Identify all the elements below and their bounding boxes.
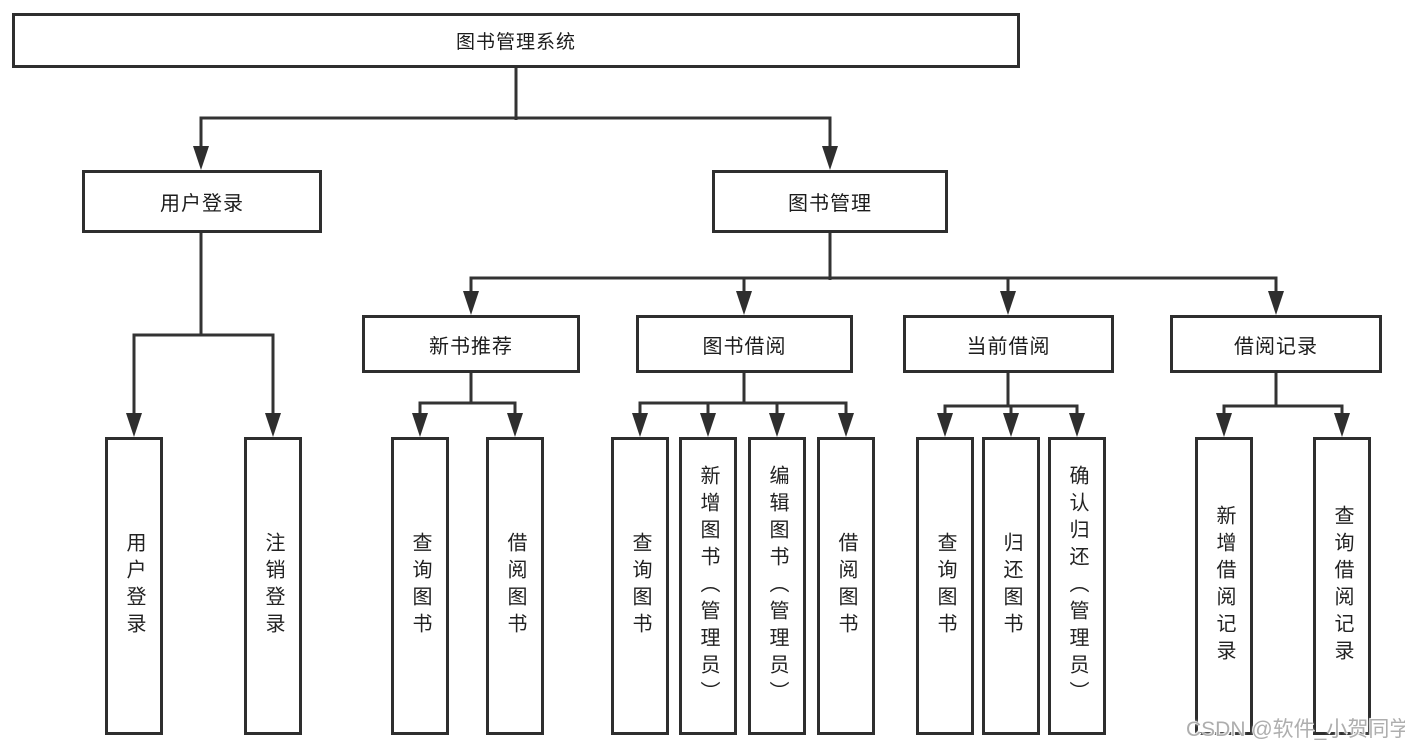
leaf-query-books-borrowing: 查询图书	[611, 437, 669, 735]
leaf-label: 用户登录	[123, 532, 145, 640]
node-book-borrowing: 图书借阅	[636, 315, 853, 373]
leaf-label: 查询借阅记录	[1331, 505, 1353, 667]
node-book-management: 图书管理	[712, 170, 948, 233]
leaf-label: 注销登录	[262, 532, 284, 640]
arrow-down-icon	[937, 413, 953, 437]
node-label: 借阅记录	[1234, 335, 1318, 358]
node-label: 图书管理系统	[455, 32, 576, 53]
leaf-query-books-current: 查询图书	[916, 437, 974, 735]
node-label: 图书借阅	[702, 335, 787, 358]
leaf-user-login: 用户登录	[105, 437, 163, 735]
arrow-down-icon	[769, 413, 785, 437]
leaf-add-books-admin: 新增图书（管理员）	[679, 437, 737, 735]
leaf-label: 确认归还（管理员）	[1066, 464, 1088, 708]
node-label: 图书管理	[788, 193, 872, 215]
leaf-label: 归还图书	[1000, 532, 1022, 640]
arrow-down-icon	[822, 146, 838, 170]
leaf-borrow-books: 借阅图书	[817, 437, 875, 735]
leaf-label: 编辑图书（管理员）	[766, 464, 788, 708]
leaf-label: 查询图书	[934, 532, 956, 640]
leaf-label: 查询图书	[629, 532, 651, 640]
leaf-label: 查询图书	[409, 532, 431, 640]
leaf-label: 借阅图书	[835, 532, 857, 640]
arrow-down-icon	[1216, 413, 1232, 437]
leaf-edit-books-admin: 编辑图书（管理员）	[748, 437, 806, 735]
node-new-book-recommendation: 新书推荐	[362, 315, 580, 373]
leaf-confirm-return-admin: 确认归还（管理员）	[1048, 437, 1106, 735]
arrow-down-icon	[838, 413, 854, 437]
node-label: 用户登录	[160, 193, 244, 215]
arrow-down-icon	[700, 413, 716, 437]
leaf-label: 新增图书（管理员）	[697, 464, 719, 708]
node-borrowing-records: 借阅记录	[1170, 315, 1382, 373]
node-label: 新书推荐	[429, 335, 513, 358]
leaf-query-borrow-record: 查询借阅记录	[1313, 437, 1371, 735]
node-user-login: 用户登录	[82, 170, 322, 233]
leaf-return-books: 归还图书	[982, 437, 1040, 735]
arrow-down-icon	[1003, 413, 1019, 437]
arrow-down-icon	[736, 291, 752, 315]
arrow-down-icon	[1334, 413, 1350, 437]
leaf-label: 新增借阅记录	[1213, 505, 1235, 667]
leaf-logout: 注销登录	[244, 437, 302, 735]
arrow-down-icon	[1000, 291, 1016, 315]
leaf-borrow-books-recommend: 借阅图书	[486, 437, 544, 735]
arrow-down-icon	[412, 413, 428, 437]
arrow-down-icon	[507, 413, 523, 437]
node-label: 当前借阅	[966, 335, 1051, 358]
csdn-watermark: CSDN @软件_小贺同学	[1186, 718, 1405, 741]
arrow-down-icon	[193, 146, 209, 170]
arrow-down-icon	[632, 413, 648, 437]
tree-connector-path	[132, 68, 1344, 429]
leaf-add-borrow-record: 新增借阅记录	[1195, 437, 1253, 735]
arrow-down-icon	[265, 413, 281, 437]
node-library-management-system: 图书管理系统	[12, 13, 1020, 68]
leaf-label: 借阅图书	[504, 532, 526, 640]
arrow-down-icon	[463, 291, 479, 315]
node-current-borrowing: 当前借阅	[903, 315, 1114, 373]
arrow-down-icon	[1069, 413, 1085, 437]
arrow-down-icon	[126, 413, 142, 437]
arrow-down-icon	[1268, 291, 1284, 315]
leaf-query-books-recommend: 查询图书	[391, 437, 449, 735]
